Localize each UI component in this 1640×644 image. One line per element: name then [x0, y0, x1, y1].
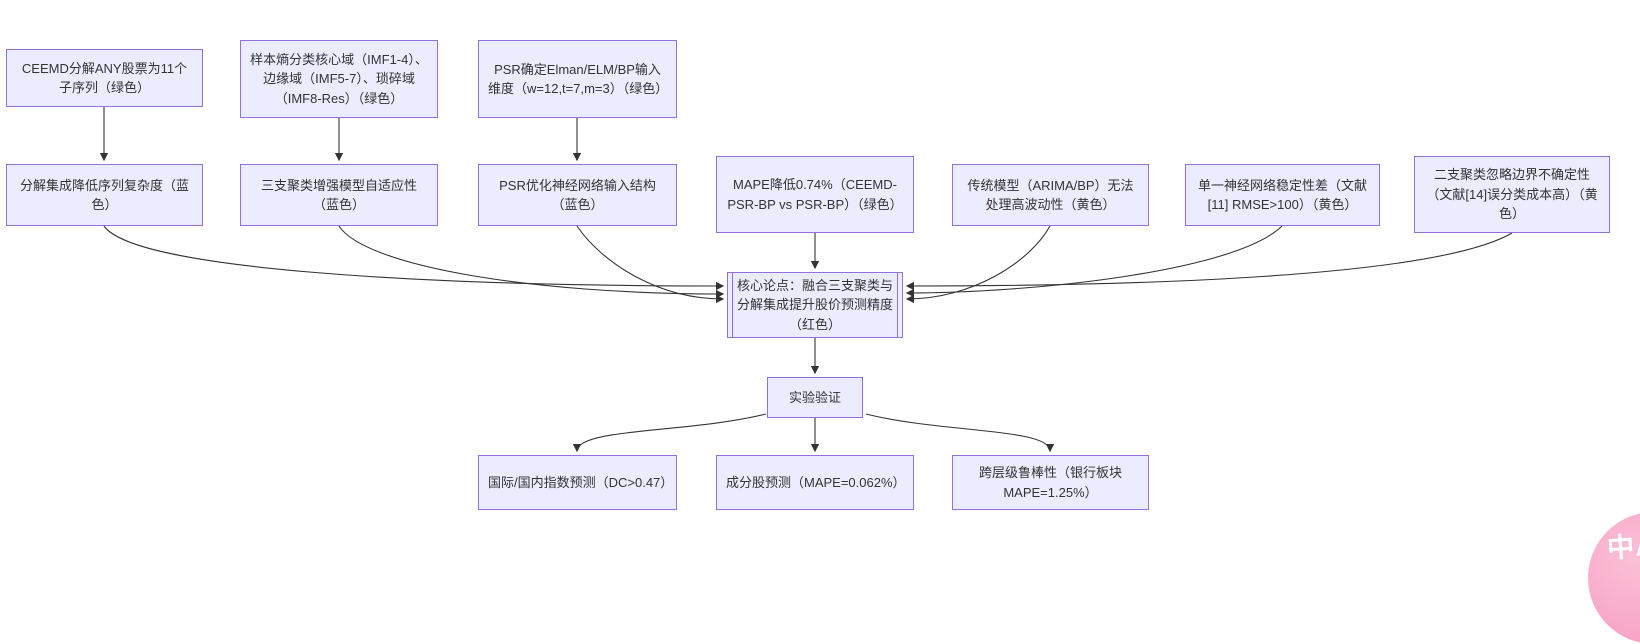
- node-label: 单一神经网络稳定性差（文献[11] RMSE>100）（黄色）: [1197, 177, 1367, 213]
- node-index-prediction: 国际/国内指数预测（DC>0.47）: [478, 455, 677, 510]
- node-label: 样本熵分类核心域（IMF1-4）、边缘域（IMF5-7）、琐碎域（IMF8-Re…: [250, 51, 428, 106]
- node-label: 跨层级鲁棒性（银行板块 MAPE=1.25%）: [978, 465, 1122, 500]
- edge-n4-core: [103, 225, 725, 291]
- node-traditional-model-limit: 传统模型（ARIMA/BP）无法处理高波动性（黄色）: [952, 164, 1149, 226]
- node-sample-entropy-domains: 样本熵分类核心域（IMF1-4）、边缘域（IMF5-7）、琐碎域（IMF8-Re…: [240, 40, 438, 118]
- node-psr-input-structure: PSR优化神经网络输入结构（蓝色）: [478, 164, 677, 226]
- node-three-way-adaptivity: 三支聚类增强模型自适应性（蓝色）: [240, 164, 438, 226]
- edge-exp-r3: [865, 413, 1055, 453]
- edge-n9-core: [905, 225, 1283, 298]
- node-label: 分解集成降低序列复杂度（蓝色）: [19, 177, 189, 213]
- node-label: 三支聚类增强模型自适应性（蓝色）: [260, 177, 417, 213]
- edge-n6-core: [576, 225, 725, 304]
- edge-n8-core: [905, 225, 1051, 304]
- node-label: MAPE降低0.74%（CEEMD-PSR-BP vs PSR-BP）（绿色）: [727, 177, 903, 212]
- node-label: 二支聚类忽略边界不确定性（文献[14]误分类成本高）（黄色）: [1426, 167, 1598, 222]
- node-decomposition-complexity: 分解集成降低序列复杂度（蓝色）: [6, 164, 203, 226]
- node-cross-level-robustness: 跨层级鲁棒性（银行板块 MAPE=1.25%）: [952, 455, 1149, 510]
- node-label: PSR确定Elman/ELM/BP输入维度（w=12,t=7,m=3）（绿色）: [488, 61, 669, 97]
- node-label: 成分股预测（MAPE=0.062%）: [726, 474, 906, 490]
- node-label: 传统模型（ARIMA/BP）无法处理高波动性（黄色）: [967, 177, 1134, 213]
- edge-exp-r1: [572, 413, 767, 453]
- node-single-nn-instability: 单一神经网络稳定性差（文献[11] RMSE>100）（黄色）: [1185, 164, 1380, 226]
- node-two-way-cluster-limit: 二支聚类忽略边界不确定性（文献[14]误分类成本高）（黄色）: [1414, 156, 1610, 233]
- edge-n5-core: [338, 225, 725, 299]
- edge-n10-core: [905, 232, 1513, 291]
- node-constituent-prediction: 成分股预测（MAPE=0.062%）: [716, 455, 914, 510]
- node-mape-improvement: MAPE降低0.74%（CEEMD-PSR-BP vs PSR-BP）（绿色）: [716, 156, 914, 233]
- node-label: PSR优化神经网络输入结构（蓝色）: [499, 177, 656, 213]
- node-core-thesis: 核心论点：融合三支聚类与分解集成提升股价预测精度（红色）: [727, 272, 903, 338]
- node-psr-input-dimension: PSR确定Elman/ELM/BP输入维度（w=12,t=7,m=3）（绿色）: [478, 40, 677, 118]
- translate-float-button[interactable]: 中A: [1588, 512, 1640, 644]
- node-experiment-validation: 实验验证: [767, 377, 863, 418]
- node-label: 实验验证: [788, 389, 841, 405]
- node-label: 国际/国内指数预测（DC>0.47）: [488, 474, 674, 490]
- translate-button-label: 中A: [1606, 530, 1640, 564]
- node-label: CEEMD分解ANY股票为11个子序列（绿色）: [21, 60, 188, 96]
- node-label: 核心论点：融合三支聚类与分解集成提升股价预测精度（红色）: [737, 277, 894, 332]
- flowchart-canvas: CEEMD分解ANY股票为11个子序列（绿色） 样本熵分类核心域（IMF1-4）…: [6, 40, 1640, 644]
- node-ceemd-decompose: CEEMD分解ANY股票为11个子序列（绿色）: [6, 49, 203, 107]
